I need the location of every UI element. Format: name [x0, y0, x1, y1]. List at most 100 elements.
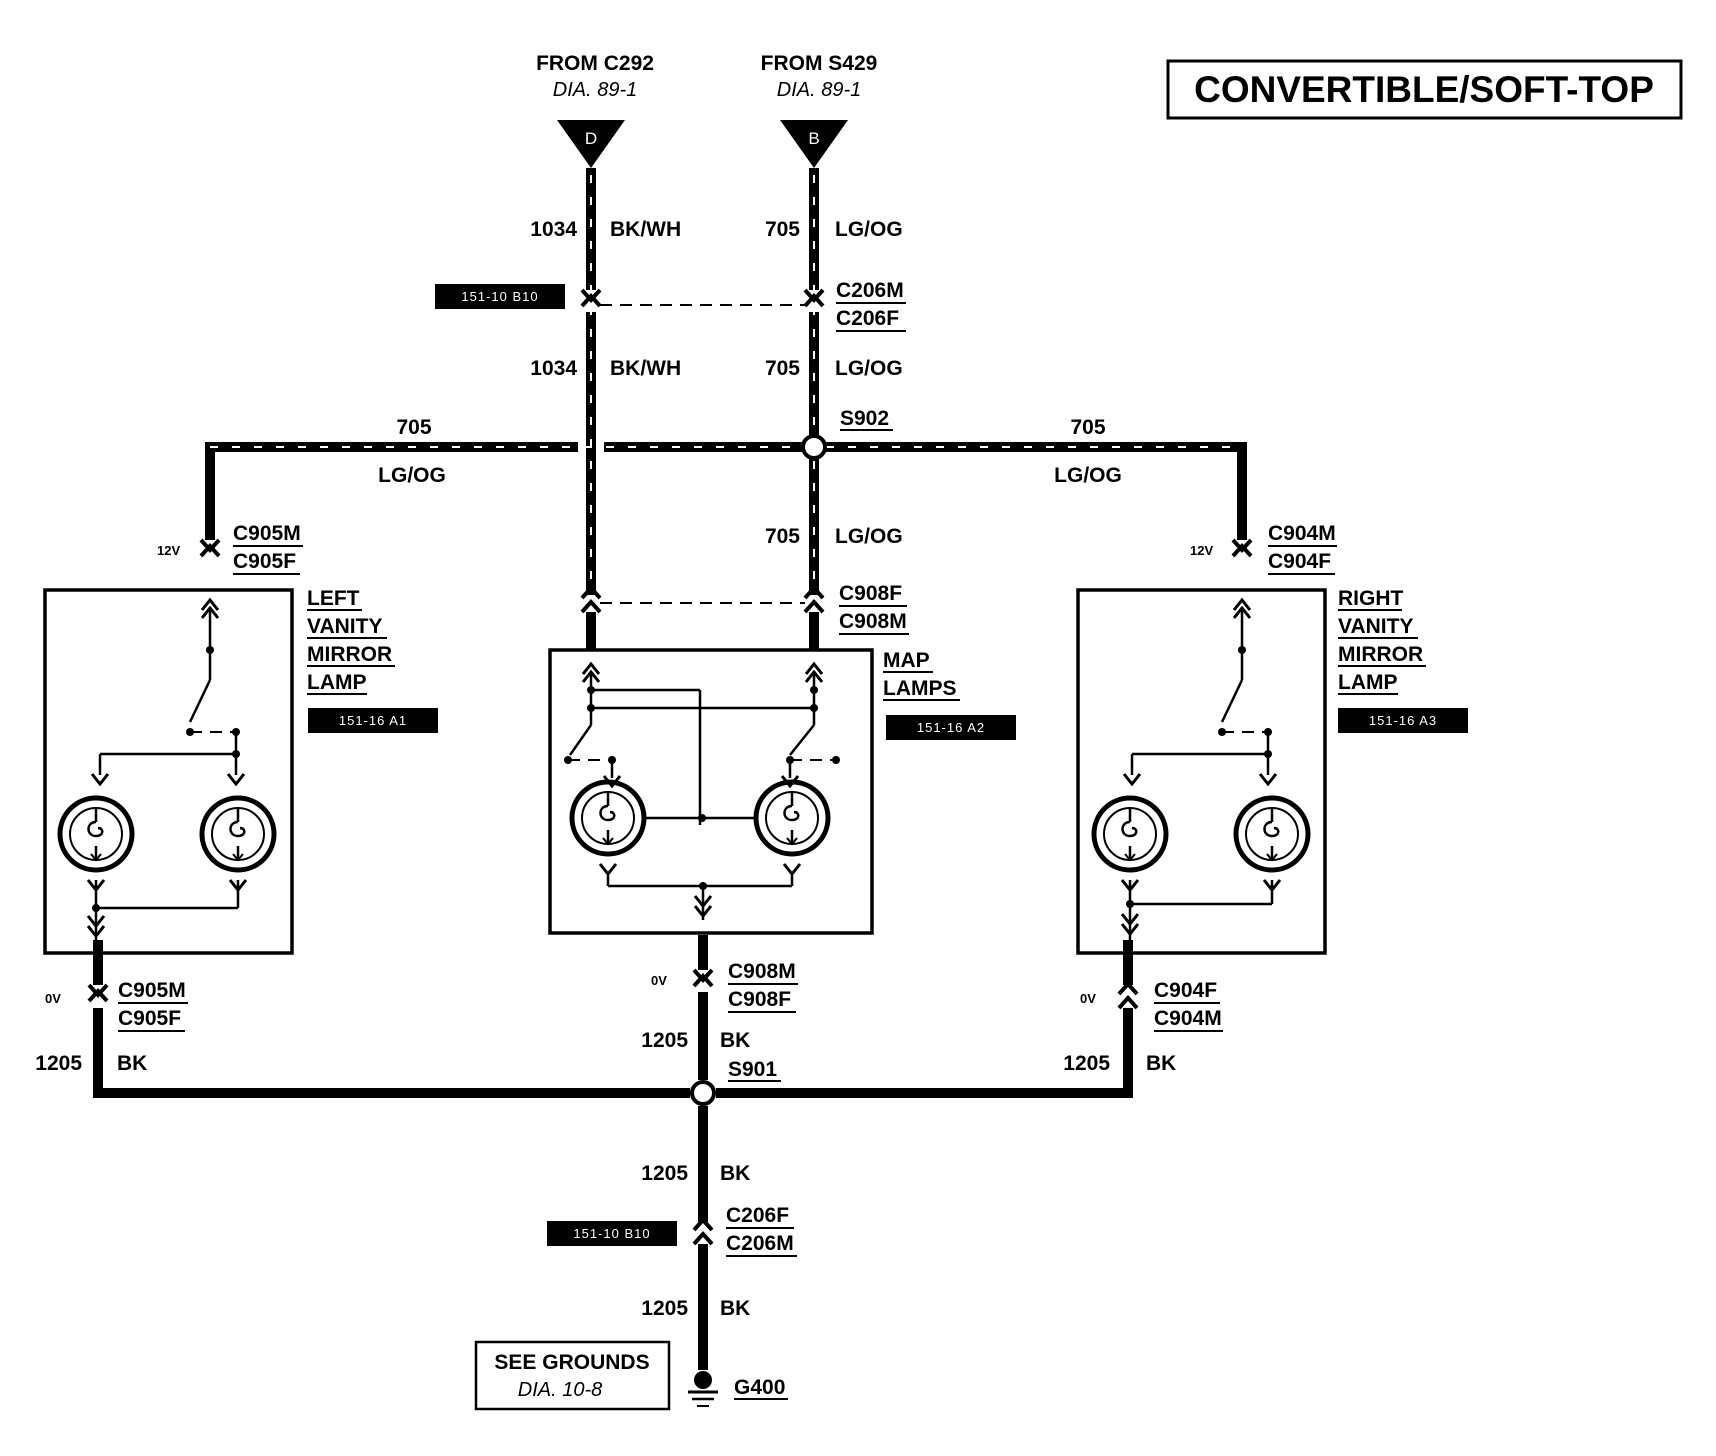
- label-1205-left: 1205: [35, 1052, 82, 1075]
- voltage-right-12v: 12V: [1190, 543, 1213, 558]
- voltage-center-0v: 0V: [651, 973, 667, 988]
- source-right-from: FROM S429: [761, 52, 878, 75]
- connector-labels: C206M C206F C908F C908M C905M C905F C904…: [118, 279, 1337, 1257]
- label-705-left: 705: [396, 416, 431, 439]
- label-s901: S901: [728, 1058, 777, 1081]
- comp-right-line1: RIGHT: [1338, 587, 1404, 610]
- label-bk-bottom: BK: [720, 1297, 750, 1320]
- ref-bottom: 151-10 B10: [573, 1226, 650, 1241]
- left-lamp-bulb-2: [202, 798, 274, 870]
- label-c905f-bot: C905F: [118, 1007, 181, 1030]
- splice-s901: [690, 1080, 716, 1106]
- comp-map-line1: MAP: [883, 649, 930, 672]
- label-bk-right: BK: [1146, 1052, 1176, 1075]
- wire-labels: 1034 BK/WH 1034 BK/WH 705 LG/OG 705 LG/O…: [35, 218, 1176, 1320]
- label-705-right: 705: [1070, 416, 1105, 439]
- source-right-dia: DIA. 89-1: [777, 79, 861, 101]
- label-c905f-top: C905F: [233, 550, 296, 573]
- label-lgog-a: LG/OG: [835, 218, 903, 241]
- label-c904f-top: C904F: [1268, 550, 1331, 573]
- label-c908m-bot: C908M: [728, 960, 796, 983]
- label-1034-a: 1034: [530, 218, 577, 241]
- map-lamps: [548, 648, 874, 935]
- label-1205-lower: 1205: [641, 1162, 688, 1185]
- label-c206f-top: C206F: [836, 307, 899, 330]
- label-c908f-bot: C908F: [728, 988, 791, 1011]
- see-grounds-text: SEE GROUNDS: [494, 1351, 649, 1374]
- label-1205-center: 1205: [641, 1029, 688, 1052]
- label-c908f-top: C908F: [839, 582, 902, 605]
- label-c206f-bot: C206F: [726, 1204, 789, 1227]
- voltage-labels: 12V 12V 0V 0V 0V: [45, 543, 1213, 1006]
- comp-map-line2: LAMPS: [883, 677, 957, 700]
- ground-g400: G400: [688, 1371, 788, 1407]
- ref-right: 151-16 A3: [1369, 713, 1437, 728]
- comp-right-line2: VANITY: [1338, 615, 1413, 638]
- right-vanity-mirror-lamp: [1076, 588, 1327, 955]
- voltage-right-0v: 0V: [1080, 991, 1096, 1006]
- label-c908m-top: C908M: [839, 610, 907, 633]
- ground-name: G400: [734, 1376, 785, 1399]
- ref-left: 151-16 A1: [339, 713, 407, 728]
- source-right-pin: B: [808, 129, 819, 148]
- label-c905m-top: C905M: [233, 522, 301, 545]
- source-left-dia: DIA. 89-1: [553, 79, 637, 101]
- label-bkwh-a: BK/WH: [610, 218, 681, 241]
- source-right: FROM S429 DIA. 89-1 B: [761, 52, 878, 168]
- left-vanity-mirror-lamp: [43, 588, 294, 955]
- label-705-c: 705: [765, 525, 800, 548]
- component-label-map: MAP LAMPS: [883, 649, 960, 701]
- label-lgog-right: LG/OG: [1054, 464, 1122, 487]
- label-705-a: 705: [765, 218, 800, 241]
- component-label-left: LEFT VANITY MIRROR LAMP: [307, 587, 395, 695]
- left-lamp-bulb-1: [60, 798, 132, 870]
- label-c206m-bot: C206M: [726, 1232, 794, 1255]
- right-lamp-bulb-1: [1094, 798, 1166, 870]
- wires: [93, 168, 1247, 1370]
- source-right-triangle: [780, 120, 848, 168]
- label-lgog-left: LG/OG: [378, 464, 446, 487]
- label-c904f-bot: C904F: [1154, 979, 1217, 1002]
- label-bk-left: BK: [117, 1052, 147, 1075]
- voltage-left-12v: 12V: [157, 543, 180, 558]
- source-left-triangle: [557, 120, 625, 168]
- source-left: FROM C292 DIA. 89-1 D: [536, 52, 654, 168]
- label-c206m-top: C206M: [836, 279, 904, 302]
- comp-left-line2: VANITY: [307, 615, 382, 638]
- label-705-b: 705: [765, 357, 800, 380]
- voltage-left-0v: 0V: [45, 991, 61, 1006]
- ref-top: 151-10 B10: [461, 289, 538, 304]
- right-lamp-bulb-2: [1236, 798, 1308, 870]
- see-grounds-dia: DIA. 10-8: [518, 1379, 602, 1401]
- reference-tags: 151-10 B10 151-10 B10 151-16 A1 151-16 A…: [308, 284, 1468, 1246]
- source-left-from: FROM C292: [536, 52, 654, 75]
- label-c905m-bot: C905M: [118, 979, 186, 1002]
- comp-left-line1: LEFT: [307, 587, 360, 610]
- label-1034-b: 1034: [530, 357, 577, 380]
- label-1205-bottom: 1205: [641, 1297, 688, 1320]
- label-bk-center: BK: [720, 1029, 750, 1052]
- comp-left-line4: LAMP: [307, 671, 367, 694]
- map-lamp-bulb-1: [572, 782, 644, 854]
- splice-s902: [801, 434, 827, 460]
- label-bkwh-b: BK/WH: [610, 357, 681, 380]
- map-lamp-bulb-2: [756, 782, 828, 854]
- label-lgog-b: LG/OG: [835, 357, 903, 380]
- label-lgog-c: LG/OG: [835, 525, 903, 548]
- source-left-pin: D: [585, 129, 597, 148]
- label-bk-lower: BK: [720, 1162, 750, 1185]
- title-box: CONVERTIBLE/SOFT-TOP: [1166, 59, 1683, 120]
- component-label-right: RIGHT VANITY MIRROR LAMP: [1338, 587, 1426, 695]
- see-grounds-box: SEE GROUNDS DIA. 10-8: [474, 1340, 671, 1411]
- label-c904m-top: C904M: [1268, 522, 1336, 545]
- comp-right-line3: MIRROR: [1338, 643, 1423, 666]
- connector-symbols: [87, 288, 1253, 1246]
- label-s902: S902: [840, 407, 889, 430]
- comp-right-line4: LAMP: [1338, 671, 1398, 694]
- diagram-title: CONVERTIBLE/SOFT-TOP: [1194, 69, 1654, 110]
- label-1205-right: 1205: [1063, 1052, 1110, 1075]
- ref-map: 151-16 A2: [917, 720, 985, 735]
- label-c904m-bot: C904M: [1154, 1007, 1222, 1030]
- comp-left-line3: MIRROR: [307, 643, 392, 666]
